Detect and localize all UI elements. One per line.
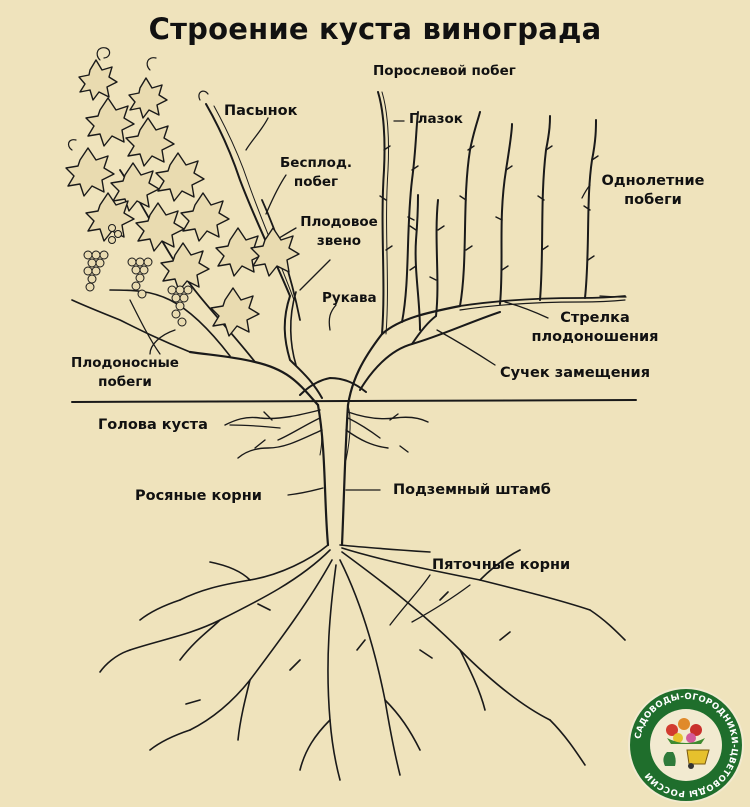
label-barren-line2: побег	[293, 174, 339, 190]
label-underground-stem: Подземный штамб	[393, 482, 551, 498]
trunk	[316, 403, 350, 547]
heel-roots	[99, 544, 626, 781]
badge-flowers-icon	[663, 718, 710, 769]
ground-line	[71, 399, 637, 403]
shoot-5	[499, 123, 513, 305]
label-bush-head: Голова куста	[98, 417, 208, 433]
shoot-8	[414, 194, 421, 331]
vine-leaves	[65, 59, 300, 337]
bud-marks	[379, 145, 599, 281]
label-annual-shoots: Однолетние побеги	[598, 172, 708, 210]
label-fruiting-shoots: Плодоносные побеги	[60, 354, 190, 392]
community-badge-logo: САДОВОДЫ-ОГОРОДНИКИ-ЦВЕТОВОДЫ РОССИИ	[628, 687, 744, 803]
grape-clusters	[83, 224, 193, 327]
shoot-4	[459, 111, 481, 307]
shoot-1	[377, 91, 386, 335]
label-annual-line1: Однолетние	[601, 173, 705, 189]
label-replacement-knot: Сучек замещения	[500, 365, 651, 381]
label-annual-line2: побеги	[624, 192, 682, 208]
label-sleeve: Рукава	[322, 290, 377, 306]
label-barren-shoot: Бесплод. побег	[276, 154, 356, 192]
label-fruit-link: Плодовое звено	[294, 213, 384, 251]
pointer-lines	[129, 117, 627, 626]
label-fruiting-line2: побеги	[98, 374, 152, 390]
label-stepson: Пасынок	[224, 103, 298, 119]
dew-roots	[224, 409, 429, 459]
shoot-7	[584, 119, 597, 299]
diagram-title: Строение куста винограда	[148, 12, 602, 46]
label-fruit-link-line1: Плодовое	[300, 214, 378, 230]
label-fruit-arrow: Стрелка плодоношения	[530, 309, 660, 347]
bush-head	[299, 377, 367, 396]
label-fruit-arrow-line2: плодоношения	[531, 329, 659, 345]
label-heel-roots: Пяточные корни	[432, 557, 571, 573]
tendrils	[67, 47, 209, 151]
label-barren-line1: Бесплод.	[280, 155, 352, 171]
label-bud: Глазок	[409, 111, 463, 127]
shoot-2	[401, 111, 419, 323]
label-annual-shoot-growth: Порослевой побег	[373, 63, 516, 79]
label-fruit-link-line2: звено	[316, 233, 362, 249]
label-fruiting-line1: Плодоносные	[71, 355, 179, 371]
label-dew-roots: Росяные корни	[135, 488, 262, 504]
fruit-arrow	[459, 295, 626, 307]
label-fruit-arrow-line1: Стрелка	[560, 310, 630, 326]
shoot-3	[435, 199, 439, 317]
shoot-6	[539, 115, 551, 301]
